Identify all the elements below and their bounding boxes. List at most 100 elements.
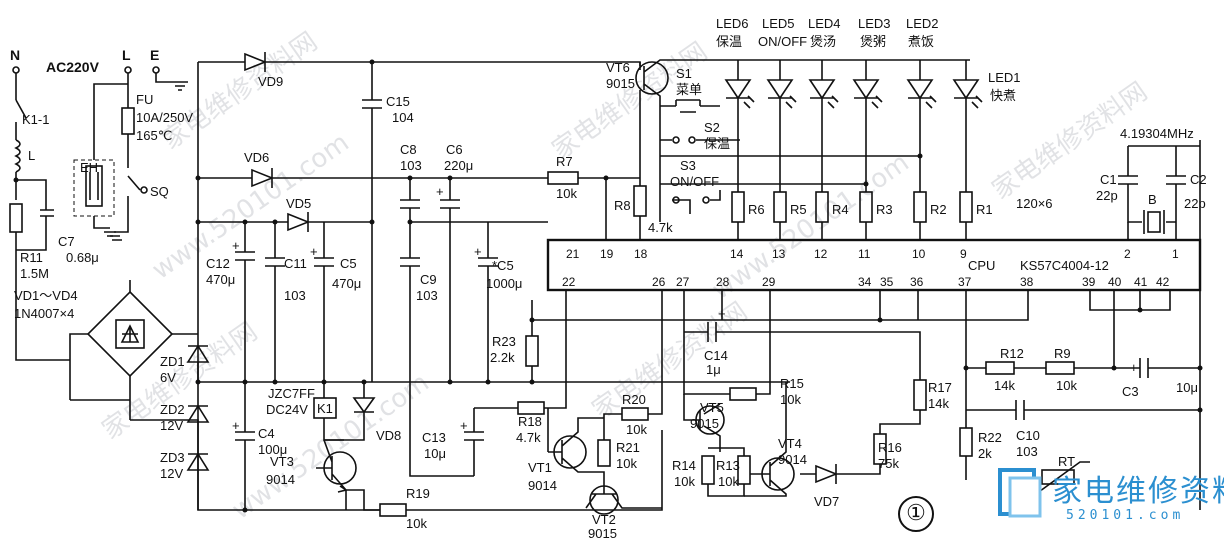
site-brand: 家电维修资料网 520101.com: [992, 460, 1224, 540]
label-zd1: ZD1: [160, 354, 185, 369]
ic-pin: 14: [730, 247, 744, 261]
led-indicator: [724, 60, 752, 192]
svg-text:+: +: [310, 244, 318, 259]
resistor-r12: [985, 361, 1015, 375]
ic-pin: 18: [634, 247, 648, 261]
label-relay-v: DC24V: [266, 402, 308, 417]
label-s2-name: 保温: [704, 136, 730, 151]
led-indicator: [906, 60, 934, 192]
ic-pin: 22: [562, 275, 576, 289]
label-rt: RT: [1058, 454, 1075, 469]
label-c9: C9: [420, 272, 437, 287]
label-c5-star: *C5: [492, 258, 514, 273]
ic-pin: 21: [566, 247, 580, 261]
display-and-keys: VT6 9015 S1 菜单 S2 保温 S3 ON/OFF R8 4.7k R…: [547, 16, 1053, 240]
label-r21: R21: [616, 440, 640, 455]
earth-symbol: [155, 73, 188, 91]
watermark-text: 家电维修资料网: [157, 27, 323, 156]
terminal-e: [152, 66, 160, 74]
label-vt4-val: 9014: [778, 452, 807, 467]
label-r21-val: 10k: [616, 456, 637, 471]
resistor-r9: [1045, 361, 1075, 375]
label-c2: C2: [1190, 172, 1207, 187]
label-vd5: VD5: [286, 196, 311, 211]
label-l-coil: L: [28, 148, 35, 163]
label-r2: R2: [930, 202, 947, 217]
label-vt6: VT6: [606, 60, 630, 75]
label-s3-name: ON/OFF: [670, 174, 719, 189]
rectifier-diode-symbol: [120, 324, 140, 343]
label-c4: C4: [258, 426, 275, 441]
svg-text:+: +: [1130, 360, 1138, 375]
capacitor-c1: [1118, 175, 1176, 223]
label-vt4: VT4: [778, 436, 802, 451]
label-vd7: VD7: [814, 494, 839, 509]
ic-pin: 38: [1020, 275, 1034, 289]
resistor-r23: [525, 335, 539, 367]
label-c12-val: 470μ: [206, 272, 235, 287]
label-c2-val: 22p: [1184, 196, 1206, 211]
resistor-r11: [9, 203, 23, 233]
label-r19: R19: [406, 486, 430, 501]
ic-pin: 36: [910, 275, 924, 289]
ic-pin: 9: [960, 247, 967, 261]
transistor-vt6: [635, 61, 669, 95]
label-r18-val: 4.7k: [516, 430, 541, 445]
label-e: E: [150, 47, 159, 63]
label-r20: R20: [622, 392, 646, 407]
led-name: 煮饭: [908, 34, 934, 49]
led-id: LED4: [808, 16, 841, 31]
label-r8-val: 4.7k: [648, 220, 673, 235]
relay-contact-k1-1: [15, 99, 27, 140]
cpu-ic: CPU KS57C4004-12 21 19 18 14 13 12 11 10…: [546, 238, 1202, 368]
label-c9-val: 103: [416, 288, 438, 303]
label-l: L: [122, 47, 131, 63]
terminal-l: [124, 66, 132, 74]
resistor-r1: [959, 191, 973, 223]
led-indicator: [766, 60, 794, 192]
power-input-section: N AC220V L E K1-1 L R11 1.5M C7 0.68μ EH: [9, 47, 198, 420]
label-r11: R11: [20, 250, 43, 265]
ic-pin: 37: [958, 275, 972, 289]
label-c1-val: 22p: [1096, 188, 1118, 203]
label-vt2-val: 9015: [588, 526, 617, 540]
filter-capacitors: + C12 470μ C11 103 + C5 470μ: [206, 219, 375, 385]
label-c3: C3: [1122, 384, 1139, 399]
label-r1: R1: [976, 202, 993, 217]
label-vt3: VT3: [270, 454, 294, 469]
thermistor-rt: [1041, 469, 1075, 485]
led-id: LED1: [988, 70, 1021, 85]
capacitor-c12: [235, 222, 255, 382]
ic-pin: 12: [814, 247, 828, 261]
heater-element: [85, 165, 103, 207]
label-vt6-val: 9015: [606, 76, 635, 91]
label-c6-val: 220μ: [444, 158, 473, 173]
label-r19-val: 10k: [406, 516, 427, 531]
resistor-r8: [633, 185, 647, 217]
label-zd2: ZD2: [160, 402, 185, 417]
led-id: LED3: [858, 16, 891, 31]
label-r22-val: 2k: [978, 446, 992, 461]
label-r20-val: 10k: [626, 422, 647, 437]
led-id: LED5: [762, 16, 795, 31]
thermal-fuse: [121, 107, 135, 135]
label-r9-val: 10k: [1056, 378, 1077, 393]
label-r13: R13: [716, 458, 740, 473]
label-zd2-val: 12V: [160, 418, 183, 433]
label-c10: C10: [1016, 428, 1040, 443]
resistor-r2: [913, 191, 927, 223]
label-r3: R3: [876, 202, 893, 217]
watermark-text: 家电维修资料网: [547, 37, 713, 166]
label-r6: R6: [748, 202, 765, 217]
label-vt3-val: 9014: [266, 472, 295, 487]
resistor-r22: [959, 427, 973, 457]
temperature-sense-section: + C14 1μ R15 10k VT5 9015 R14 10k R13 10…: [672, 290, 952, 509]
resistor-r6: [731, 191, 745, 223]
label-r16: R16: [878, 440, 902, 455]
label-eh: EH: [80, 160, 98, 175]
label-c11: C11: [284, 256, 307, 271]
led-indicator: [808, 60, 836, 192]
label-r15-val: 10k: [780, 392, 801, 407]
label-bridge-val: 1N4007×4: [14, 306, 74, 321]
resistor-r19: [379, 503, 407, 517]
